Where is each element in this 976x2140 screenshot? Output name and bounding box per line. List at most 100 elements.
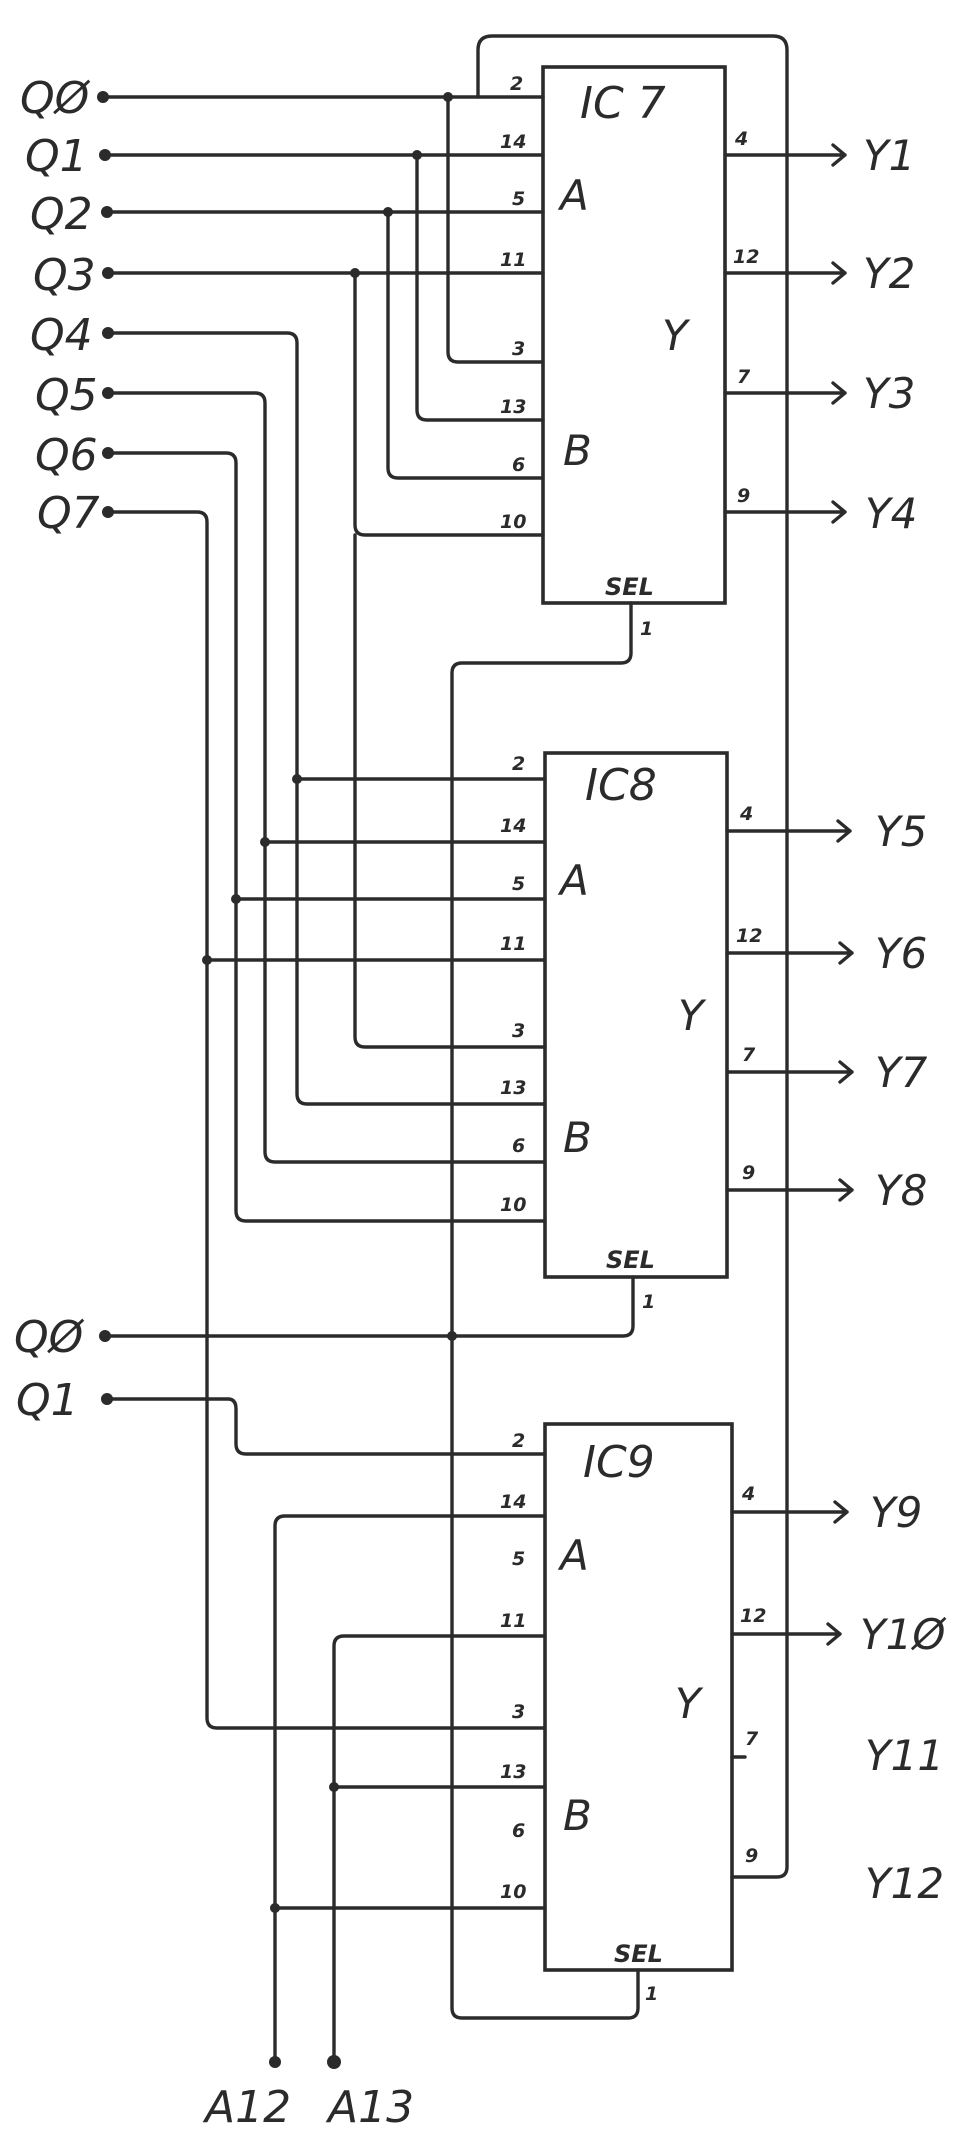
- wire-y7: [725, 1060, 854, 1084]
- junction: [260, 837, 270, 847]
- ic7-pin: 13: [500, 396, 526, 418]
- ic8-pin: 2: [512, 753, 525, 775]
- ic9-pin: 11: [500, 1610, 526, 1632]
- label-q0-mid: QØ: [14, 1312, 85, 1363]
- ic7-pin: 14: [500, 131, 526, 153]
- wire-y5: [725, 819, 852, 843]
- ic7-body: [541, 65, 727, 605]
- junction: [231, 894, 241, 904]
- ic8-pin: 4: [739, 803, 753, 825]
- ic9-pin: 4: [741, 1483, 755, 1505]
- terminal-q3: [102, 267, 114, 279]
- label-y11: Y11: [865, 1731, 944, 1780]
- ic8-pin: 9: [742, 1162, 755, 1184]
- ic7-sel-pin: 1: [640, 618, 653, 640]
- junction: [202, 955, 212, 965]
- label-q6: Q6: [35, 430, 98, 481]
- label-q1: Q1: [25, 131, 88, 182]
- label-y3: Y3: [863, 369, 915, 418]
- wire-q5-to-ic8-pin6: [263, 840, 547, 1164]
- ic9-pin: 14: [500, 1491, 526, 1513]
- wire-q3-to-ic8-pin3: [353, 533, 547, 1049]
- junction: [350, 268, 360, 278]
- label-a12: A12: [202, 2082, 291, 2133]
- wire-q1-to-ic7-pin13: [415, 153, 545, 422]
- ic7-pin: 6: [512, 454, 525, 476]
- ic8-name: IC8: [585, 760, 657, 811]
- wire-feedback-loop: [476, 34, 789, 1879]
- label-y5: Y5: [875, 807, 927, 856]
- ic9-port-b: B: [563, 1791, 592, 1840]
- wire-q3-to-ic7-pin10: [353, 271, 545, 537]
- label-y7: Y7: [875, 1048, 928, 1097]
- ic9-port-y: Y: [675, 1679, 704, 1728]
- terminal-q7: [102, 506, 114, 518]
- ic7-port-b: B: [563, 426, 592, 475]
- ic8-sel-pin: 1: [642, 1291, 655, 1313]
- ic8-pin: 7: [742, 1044, 756, 1066]
- label-q3: Q3: [33, 250, 96, 301]
- label-q7: Q7: [37, 488, 100, 539]
- terminal-a12: [269, 2056, 281, 2068]
- junction: [329, 1782, 339, 1792]
- ic8-body: [543, 751, 729, 1279]
- label-q2: Q2: [30, 189, 93, 240]
- ic9-pin: 9: [745, 1845, 758, 1867]
- ic8-pin: 10: [500, 1194, 526, 1216]
- junction: [383, 207, 393, 217]
- terminal-q0-mid: [99, 1330, 111, 1342]
- label-y4: Y4: [865, 489, 917, 538]
- terminal-q2: [101, 206, 113, 218]
- label-y8: Y8: [875, 1166, 927, 1215]
- label-y1: Y1: [863, 131, 915, 180]
- wire-q7-to-ic9-pin3: [205, 958, 547, 1730]
- wire-y1: [723, 143, 847, 167]
- label-y12: Y12: [865, 1859, 944, 1908]
- wire-y6: [725, 941, 854, 965]
- junction: [292, 774, 302, 784]
- wire-q4: [106, 331, 547, 781]
- ic8-pin: 11: [500, 933, 526, 955]
- ic7-labels: IC 7 A B Y SEL 1 2 14 5 11 3 13 6 10 4 1…: [500, 73, 917, 640]
- ic7-sel-label: SEL: [605, 573, 654, 601]
- terminal-q1: [99, 149, 111, 161]
- ic7-pin: 11: [500, 249, 526, 271]
- wire-a13: [332, 1634, 547, 2064]
- terminal-a13: [327, 2055, 341, 2069]
- label-y9: Y9: [870, 1488, 922, 1537]
- wire-q5: [106, 391, 547, 844]
- wire-y9: [730, 1500, 849, 1524]
- junction: [270, 1903, 280, 1913]
- ic7-pin: 12: [733, 246, 759, 268]
- terminal-q5: [102, 387, 114, 399]
- wire-q6-to-ic8-pin10: [234, 897, 547, 1223]
- wire-q4-to-ic8-pin13: [295, 777, 547, 1106]
- ic7-name: IC 7: [580, 78, 666, 129]
- input-labels: QØ Q1 Q2 Q3 Q4 Q5 Q6 Q7 QØ Q1 A12 A13: [14, 73, 414, 2133]
- wire-a12: [273, 1514, 547, 2064]
- wire-y3: [723, 381, 847, 405]
- ic8-port-y: Y: [678, 991, 707, 1040]
- wire-q1-mid: [105, 1397, 547, 1456]
- ic9-pin: 7: [745, 1728, 759, 1750]
- terminal-q4: [102, 327, 114, 339]
- wire-q6: [106, 451, 547, 901]
- junctions: [97, 91, 457, 2069]
- ic7-port-a: A: [557, 171, 589, 220]
- ic9-pin: 5: [512, 1548, 525, 1570]
- wire-q7: [106, 510, 547, 962]
- label-q4: Q4: [30, 310, 93, 361]
- ic7-pin: 7: [737, 366, 751, 388]
- label-y2: Y2: [863, 249, 915, 298]
- ic8-pin: 6: [512, 1135, 525, 1157]
- ic8-pin: 12: [736, 925, 762, 947]
- label-q1-mid: Q1: [16, 1375, 79, 1426]
- label-a13: A13: [325, 2082, 414, 2133]
- ic8-port-b: B: [563, 1113, 592, 1162]
- ic7-pin: 9: [737, 485, 750, 507]
- ic7-pin: 10: [500, 511, 526, 533]
- wire-sel-ic8: [103, 1275, 635, 1338]
- ic8-labels: IC8 A B Y SEL 1 2 14 5 11 3 13 6 10 4 12…: [500, 753, 928, 1313]
- ic8-pin: 14: [500, 815, 526, 837]
